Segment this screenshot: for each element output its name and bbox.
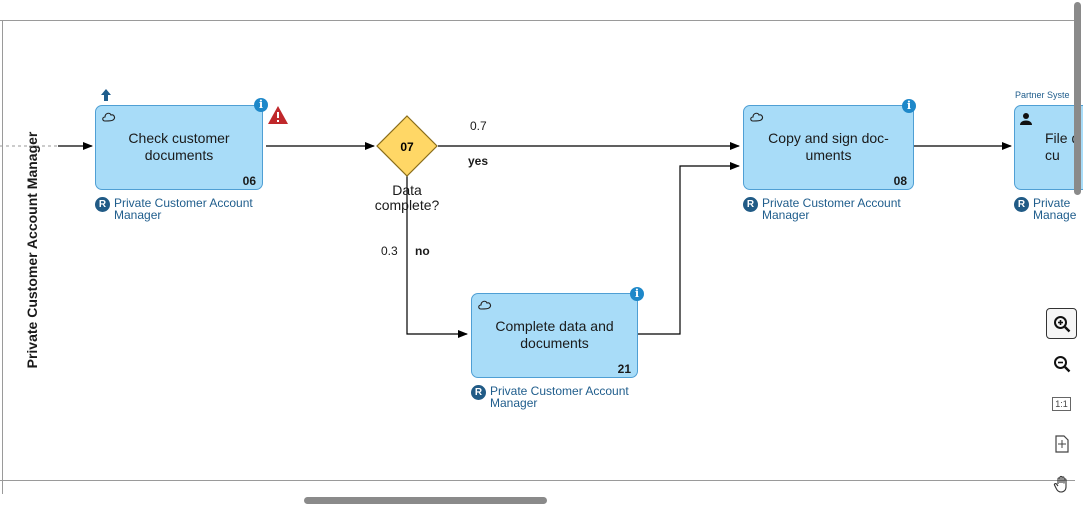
cloud-icon	[102, 112, 116, 122]
zoom-in-button[interactable]	[1046, 308, 1077, 339]
flow-no	[406, 176, 468, 338]
no-probability: 0.3	[381, 244, 398, 258]
role-text: Private Customer Account Manager	[490, 384, 629, 410]
task-file-documents[interactable]: File d cu	[1014, 105, 1083, 190]
task-title: Check customer documents	[128, 130, 230, 163]
pan-button[interactable]	[1046, 468, 1077, 499]
reset-zoom-label: 1:1	[1052, 396, 1071, 411]
hand-icon	[1053, 475, 1067, 493]
role-badge-icon: R	[1014, 197, 1029, 212]
flow-complete-to-copy	[638, 162, 740, 335]
fit-page-button[interactable]	[1046, 428, 1077, 459]
user-icon	[1020, 113, 1032, 125]
role-text: Private Customer Account Manager	[114, 196, 253, 222]
task-check-customer-documents[interactable]: Check customer documents 06	[95, 105, 263, 190]
role-badge-icon: R	[471, 385, 486, 400]
task-title: File d cu	[1045, 130, 1080, 163]
task-complete-data-and-documents[interactable]: Complete data and documents 21	[471, 293, 638, 378]
task-title: Complete data and documents	[495, 318, 614, 351]
role-badge-icon: R	[743, 197, 758, 212]
zoom-out-icon	[1053, 355, 1070, 372]
zoom-out-button[interactable]	[1046, 348, 1077, 379]
lane-top-border	[0, 20, 1075, 21]
gateway-label: Data complete?	[374, 182, 440, 213]
role-text: Private Customer Account Manager	[762, 196, 901, 222]
gateway-07-shape	[376, 115, 438, 177]
reset-zoom-button[interactable]: 1:1	[1046, 388, 1077, 419]
zoom-in-icon	[1053, 315, 1070, 332]
task-number: 08	[893, 174, 907, 188]
info-icon[interactable]: i	[254, 98, 268, 112]
yes-probability: 0.7	[470, 119, 487, 133]
role-badge-icon: R	[95, 197, 110, 212]
partner-system-label: Partner Syste	[1015, 90, 1070, 100]
cloud-icon	[750, 112, 764, 122]
info-icon[interactable]: i	[630, 287, 644, 301]
cloud-icon	[478, 300, 492, 310]
fit-page-icon	[1054, 434, 1069, 453]
info-icon[interactable]: i	[902, 99, 916, 113]
upload-arrow-icon[interactable]	[100, 89, 112, 102]
role-text: Private Manage	[1033, 196, 1077, 222]
no-label: no	[415, 244, 430, 258]
lane-left-border	[2, 20, 3, 494]
gateway-07-number: 07	[400, 140, 414, 154]
horizontal-scrollbar[interactable]	[304, 497, 547, 504]
task-copy-and-sign-documents[interactable]: Copy and sign doc-uments 08	[743, 105, 914, 190]
vertical-scrollbar[interactable]	[1074, 2, 1081, 195]
lane-bottom-border	[0, 480, 1075, 481]
warning-icon[interactable]	[267, 105, 289, 125]
task-number: 06	[242, 174, 256, 188]
yes-label: yes	[468, 154, 489, 168]
task-title: Copy and sign doc-uments	[768, 130, 889, 163]
task-number: 21	[617, 362, 631, 376]
